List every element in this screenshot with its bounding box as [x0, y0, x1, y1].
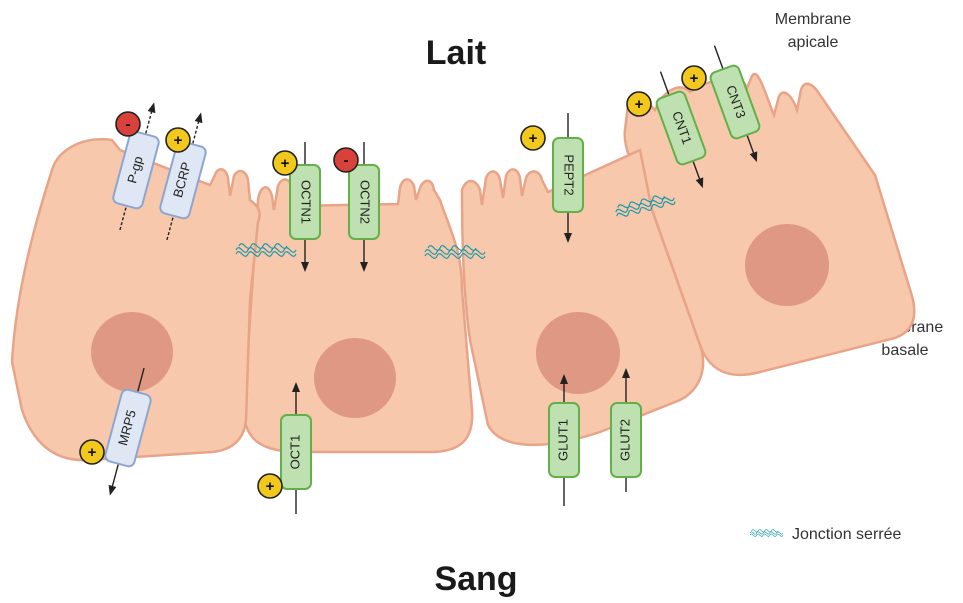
anion-icon: -	[334, 148, 358, 172]
transporter-label: OCT1	[287, 435, 302, 470]
basal-membrane-label-line2: basale	[881, 342, 928, 359]
transporter-label: GLUT1	[555, 419, 570, 461]
ion-charge: +	[281, 155, 290, 172]
apical-membrane-label-line2: apicale	[788, 34, 839, 51]
transporter-label: GLUT2	[617, 419, 632, 461]
anion-icon: -	[116, 112, 140, 136]
blood-label: Sang	[434, 560, 517, 598]
ion-charge: +	[266, 478, 275, 495]
ion-charge: +	[174, 132, 183, 149]
cation-icon: +	[682, 66, 706, 90]
ion-charge: -	[344, 152, 349, 169]
ion-charge: +	[88, 444, 97, 461]
nucleus	[745, 224, 829, 306]
nucleus	[91, 312, 173, 392]
transporter-label: OCTN1	[299, 180, 314, 224]
ion-charge: +	[635, 96, 644, 113]
ion-charge: +	[690, 70, 699, 87]
tight-junction-legend-icon	[750, 530, 783, 537]
transporter-label: OCTN2	[358, 180, 373, 224]
apical-membrane-label-line1: Membrane	[775, 11, 852, 28]
legend: Jonction serrée	[750, 526, 901, 543]
nucleus	[314, 338, 396, 418]
milk-label: Lait	[426, 34, 486, 72]
ion-charge: +	[529, 130, 538, 147]
cation-icon: +	[273, 151, 297, 175]
nucleus	[536, 312, 620, 394]
cation-icon: +	[166, 128, 190, 152]
cation-icon: +	[80, 440, 104, 464]
transporter-label: PEPT2	[562, 154, 577, 195]
cation-icon: +	[627, 92, 651, 116]
legend-label: Jonction serrée	[792, 526, 901, 543]
cation-icon: +	[521, 126, 545, 150]
cation-icon: +	[258, 474, 282, 498]
ion-charge: -	[126, 116, 131, 133]
